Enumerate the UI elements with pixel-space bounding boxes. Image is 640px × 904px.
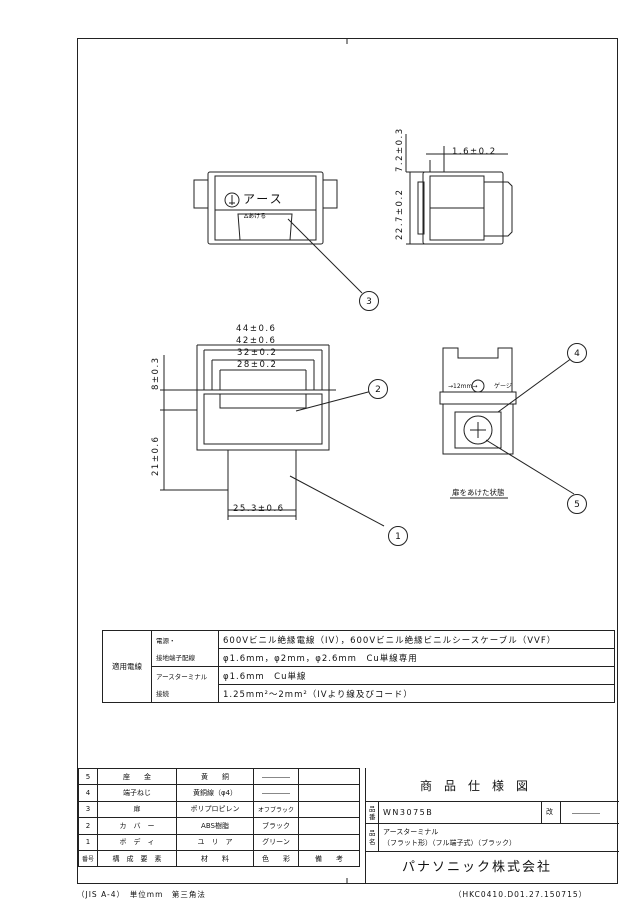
part-material: ABS樹脂 bbox=[176, 817, 254, 835]
spec-group-label: 適用電線 bbox=[102, 630, 152, 703]
spec-row-value: 1.25mm²～2mm²（IVより線及びコード） bbox=[218, 684, 615, 703]
part-color: オフブラック bbox=[253, 800, 299, 819]
title-block: 商 品 仕 様 図 品番 WN3075B 改 ―――― 品名 アースターミナル … bbox=[365, 768, 619, 884]
name-label: 品名 bbox=[369, 829, 376, 846]
part-name: ボ デ ィ bbox=[97, 833, 177, 851]
table-row: 4 端子ねじ 黄銅線（φ4） ―――― bbox=[78, 784, 360, 802]
part-material: ポリプロピレン bbox=[176, 800, 254, 819]
part-no-value: WN3075B bbox=[383, 808, 434, 817]
spec-row-label: 接地端子配線 bbox=[151, 648, 219, 667]
part-note bbox=[298, 817, 360, 835]
front-dim-left-8: 8±0.3 bbox=[151, 356, 161, 390]
front-dim-32: 32±0.2 bbox=[237, 348, 278, 358]
product-name-line-1: アースターミナル bbox=[383, 828, 439, 836]
header-note: 備 考 bbox=[298, 849, 360, 868]
part-note bbox=[298, 784, 360, 802]
open-caption: 扉をあけた状態 bbox=[452, 488, 505, 497]
front-dim-bottom: 25.3±0.6 bbox=[233, 504, 285, 514]
revision-label: 改 bbox=[546, 808, 553, 816]
part-name: 扉 bbox=[97, 800, 177, 819]
part-note bbox=[298, 767, 360, 786]
open-gauge-right: ゲージ bbox=[494, 383, 512, 390]
part-material: ユ リ ア bbox=[176, 833, 254, 851]
product-name-line-2: （フラット形）（フル端子式）（ブラック） bbox=[383, 839, 516, 847]
part-note bbox=[298, 800, 360, 819]
part-name: 座 金 bbox=[97, 767, 177, 786]
front-dim-42: 42±0.6 bbox=[236, 336, 277, 346]
part-color: グリーン bbox=[253, 833, 299, 851]
table-row: 5 座 金 黄 銅 ―――― bbox=[78, 767, 360, 786]
front-view-outline bbox=[160, 344, 385, 527]
part-no: 5 bbox=[78, 767, 98, 786]
parts-table: 5 座 金 黄 銅 ―――― 4 端子ねじ 黄銅線（φ4） ―――― 3 扉 ポ… bbox=[78, 767, 360, 868]
spec-row-value: φ1.6mm，φ2mm，φ2.6mm Cu単線専用 bbox=[218, 648, 615, 667]
spec-row-value: 600Vビニル絶縁電線（IV），600Vビニル絶縁ビニルシースケーブル（VVF） bbox=[218, 630, 615, 649]
company-name: パナソニック株式会社 bbox=[402, 860, 553, 875]
top-view-outline bbox=[193, 171, 363, 294]
part-material: 黄 銅 bbox=[176, 767, 254, 786]
front-dim-left-21: 21±0.6 bbox=[151, 435, 161, 476]
callout-3: 3 bbox=[359, 291, 379, 311]
header-name: 構 成 要 素 bbox=[97, 849, 177, 868]
part-color: ブラック bbox=[253, 817, 299, 835]
part-color: ―――― bbox=[253, 784, 299, 802]
title-block-title: 商 品 仕 様 図 bbox=[420, 779, 529, 793]
open-gauge-left: →12mm→ bbox=[448, 383, 478, 390]
part-color: ―――― bbox=[253, 767, 299, 786]
part-no: 2 bbox=[78, 817, 98, 835]
part-no: 3 bbox=[78, 800, 98, 819]
part-no: 4 bbox=[78, 784, 98, 802]
spec-row-label: 接続 bbox=[151, 684, 219, 703]
table-row: 1 ボ デ ィ ユ リ ア グリーン bbox=[78, 833, 360, 851]
callout-2: 2 bbox=[368, 379, 388, 399]
side-dim-height-2: 22.7±0.2 bbox=[395, 188, 405, 240]
table-row: 2 カ バ ー ABS樹脂 ブラック bbox=[78, 817, 360, 835]
side-dim-height-1: 7.2±0.3 bbox=[395, 127, 405, 172]
part-material: 黄銅線（φ4） bbox=[176, 784, 254, 802]
header-color: 色 彩 bbox=[253, 849, 299, 868]
part-name: カ バ ー bbox=[97, 817, 177, 835]
header-no: 番号 bbox=[78, 849, 98, 868]
revision-value: ―――― bbox=[572, 809, 600, 817]
spec-row-label: アースターミナル bbox=[151, 666, 219, 685]
side-view-outline bbox=[405, 134, 513, 245]
open-label: Δあける bbox=[244, 213, 267, 220]
header-material: 材 料 bbox=[176, 849, 254, 868]
part-no-label: 品番 bbox=[369, 805, 376, 821]
part-no: 1 bbox=[78, 833, 98, 851]
side-dim-width: 1.6±0.2 bbox=[452, 147, 497, 157]
parts-table-header: 番号 構 成 要 素 材 料 色 彩 備 考 bbox=[78, 849, 360, 868]
callout-5: 5 bbox=[567, 494, 587, 514]
spec-row-value: φ1.6mm Cu単線 bbox=[218, 666, 615, 685]
footer-right: （HKC0410.D01.27.150715） bbox=[454, 890, 588, 899]
part-name: 端子ねじ bbox=[97, 784, 177, 802]
earth-label: アース bbox=[243, 192, 284, 206]
callout-1: 1 bbox=[388, 526, 408, 546]
spec-row-label: 電源・ bbox=[151, 630, 219, 649]
front-dim-44: 44±0.6 bbox=[236, 324, 277, 334]
table-row: 3 扉 ポリプロピレン オフブラック bbox=[78, 800, 360, 819]
front-dim-28: 28±0.2 bbox=[237, 360, 278, 370]
open-view-outline bbox=[439, 347, 575, 499]
applicable-wire-table: 適用電線 電源・ 600Vビニル絶縁電線（IV），600Vビニル絶縁ビニルシース… bbox=[102, 630, 615, 703]
part-note bbox=[298, 833, 360, 851]
footer-left: （JIS A-4） 単位mm 第三角法 bbox=[77, 890, 206, 899]
callout-4: 4 bbox=[567, 343, 587, 363]
